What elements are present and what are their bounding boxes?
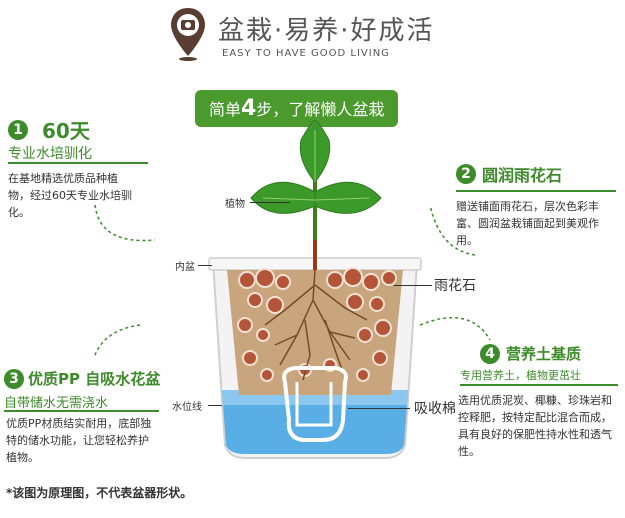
step3-subtitle: 自带储水无需浇水 [4,396,109,411]
label-inner-pot: 内盆 [175,262,195,273]
label-stones: 雨花石 [434,278,476,294]
label-inner-pot-line [198,265,212,266]
step1-desc: 在基地精选优质品种植物，经过60天专业水培驯化。 [8,172,132,219]
pot-illustration [208,120,422,459]
step2-number: 2 [456,164,476,184]
step1-number: 1 [8,119,28,140]
step1-underline [8,162,148,164]
step3-underline [4,410,159,412]
step4-title: 营养土基质 [506,345,582,363]
page-subtitle: EASY TO HAVE GOOD LIVING [222,48,390,59]
banner-prefix: 简单 [209,100,242,119]
step3-number: 3 [4,368,24,389]
label-stones-line [394,285,432,286]
step3-header: 3 优质PP 自吸水花盆 [4,368,160,389]
label-wick-line [348,408,410,409]
step4-subtitle: 专用营养土，植物更茁壮 [460,369,581,382]
step1-title: 60天 [42,119,90,143]
footnote: *该图为原理图，不代表盆器形状。 [6,486,193,500]
step4-underline [460,384,618,386]
step2-underline [456,190,616,192]
step3-desc: 优质PP材质结实耐用，底部独特的储水功能，让您轻松养护植物。 [6,417,152,464]
step4-number: 4 [480,343,500,364]
step2-title: 圆润雨花石 [482,166,563,185]
step4-desc: 选用优质泥炭、椰糠、珍珠岩和控释肥，按特定配比混合而成，具有良好的保肥性持水性和… [458,394,612,458]
header-logo [168,6,208,62]
banner-number: 4 [241,96,257,121]
steps-banner: 简单4步，了解懒人盆栽 [195,90,399,127]
step3-title: 优质PP 自吸水花盆 [28,370,161,388]
step2-header: 2 圆润雨花石 [456,162,562,186]
page-title: 盆栽·易养·好成活 [218,16,435,46]
label-water-level: 水位线 [172,402,202,413]
label-plant-line [250,202,290,203]
label-plant: 植物 [225,199,245,210]
step4-header: 4 营养土基质 [480,343,581,364]
step1-header: 1 60天 [8,115,90,144]
step2-desc: 赠送铺面雨花石，层次色彩丰富、圆润盆栽铺面起到美观作用。 [456,200,599,247]
location-pin-logo-icon [171,8,205,61]
step1-subtitle: 专业水培驯化 [8,146,92,162]
banner-suffix: 步，了解懒人盆栽 [256,100,385,119]
label-wick: 吸收棉 [414,401,456,417]
label-water-level-line [208,405,222,406]
